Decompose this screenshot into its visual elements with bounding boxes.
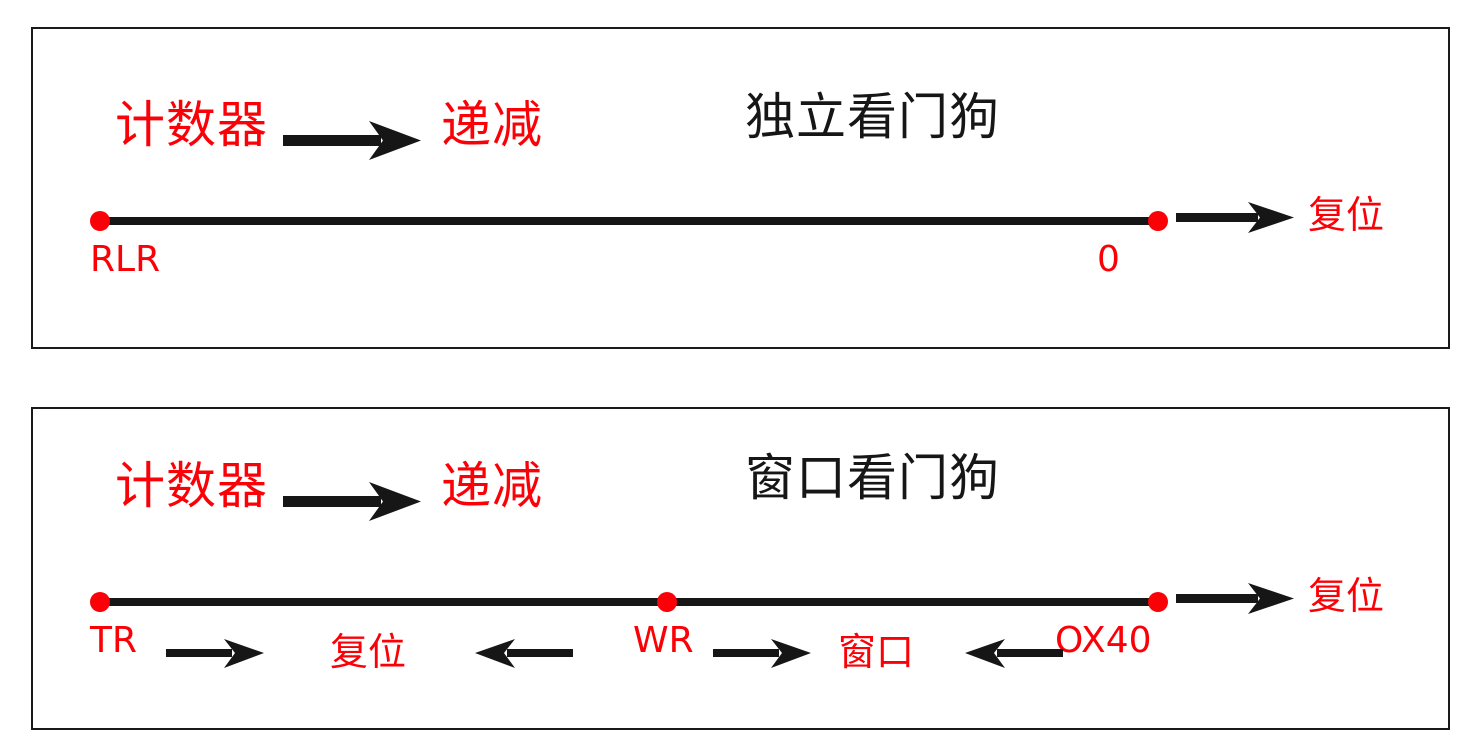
timeline-end-label: OX40 xyxy=(1055,620,1152,661)
direction-label: 递减 xyxy=(441,96,543,154)
arrow-right-icon xyxy=(1176,583,1294,614)
countdown-timeline xyxy=(90,211,1168,231)
arrow-right-icon xyxy=(283,121,421,160)
arrow-left-icon xyxy=(965,639,1063,668)
timeline-end-label: 0 xyxy=(1097,239,1120,280)
segment-label-window: 窗口 xyxy=(838,630,915,674)
outcome-label: 复位 xyxy=(1308,193,1385,237)
timeline-point-start xyxy=(90,592,110,612)
outcome-label: 复位 xyxy=(1308,574,1385,618)
arrow-right-icon xyxy=(713,639,811,668)
countdown-timeline xyxy=(90,592,1168,612)
arrow-right-icon xyxy=(1176,202,1294,233)
timeline-start-label: TR xyxy=(90,620,138,661)
panel-heading: 独立看门狗 xyxy=(745,88,1000,146)
counter-label: 计数器 xyxy=(115,457,268,515)
timeline-point-middle xyxy=(657,592,677,612)
panel-heading: 窗口看门狗 xyxy=(745,449,1000,507)
segment-label-reset: 复位 xyxy=(330,630,407,674)
timeline-middle-label: WR xyxy=(633,620,694,661)
timeline-point-end xyxy=(1148,592,1168,612)
arrow-right-icon xyxy=(166,639,264,668)
timeline-point-end xyxy=(1148,211,1168,231)
timeline-start-label: RLR xyxy=(90,239,161,280)
arrow-right-icon xyxy=(283,482,421,521)
panel-window-watchdog: 计数器 递减 窗口看门狗 TR WR OX40 复位 xyxy=(31,407,1450,730)
direction-label: 递减 xyxy=(441,457,543,515)
panel-independent-watchdog: 计数器 递减 独立看门狗 RLR 0 复位 xyxy=(31,27,1450,349)
counter-label: 计数器 xyxy=(115,96,268,154)
arrow-left-icon xyxy=(475,639,573,668)
timeline-point-start xyxy=(90,211,110,231)
